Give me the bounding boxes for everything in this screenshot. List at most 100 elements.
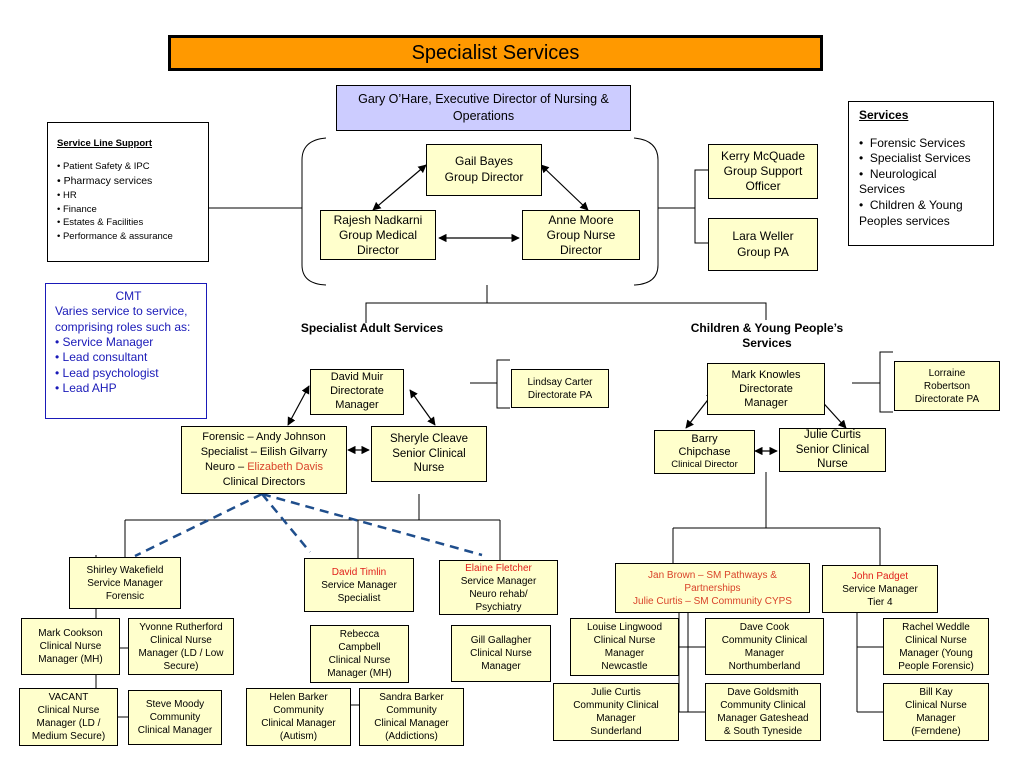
list-item: Patient Safety & IPC [57,160,208,174]
adult-services-heading: Specialist Adult Services [300,321,444,335]
list-item: Neurological Services [859,167,985,198]
box-text-line: Clinical Directors [222,475,306,488]
box-text-line: Rebecca [339,629,380,640]
clinical-directors-box: Forensic – Andy Johnson Specialist – Eil… [181,426,347,494]
box-text-line: Children & Young People’s [690,321,844,335]
box-text-line: Directorate [739,382,793,395]
box-text-line: Group Director [444,170,524,184]
box-text-line: Community [273,705,324,716]
box-text-line: Senior Clinical [795,443,870,456]
box-text-line: Manager [744,647,785,659]
cmt-intro: Varies service to service, comprising ro… [55,304,191,334]
box-text-line: Mark Knowles [731,368,801,381]
service-line-list: Patient Safety & IPC Pharmacy services H… [57,160,208,244]
box-text-line: Manager (Young [899,647,973,659]
box-text-line: Specialist [337,592,381,604]
box-text-line: VACANT [48,692,89,703]
box-text-line: Sunderland [590,726,642,737]
box-text-line: David Timlin [331,566,387,578]
list-item: Forensic Services [859,136,985,152]
box-text-line: Manager [916,713,956,724]
box-text-line: Clinical Nurse [593,635,656,646]
box-text-line: Service Manager [87,577,163,589]
box-text-line: Manager [335,398,379,411]
cmt-list: Service Manager Lead consultant Lead psy… [55,335,202,396]
list-item: Pharmacy services [57,174,208,189]
box-text-line: Rachel Weddle [902,621,970,633]
page-title: Specialist Services [168,35,823,71]
box-text-line: Clinical Nurse [470,648,532,659]
list-item: Specialist Services [859,151,985,167]
box-text-line: Manager Gateshead [717,713,809,724]
box-text-line: Steve Moody [145,699,205,710]
box-text-line: Neuro rehab/ [469,588,528,600]
box-text-line: Clinical Nurse [328,655,391,666]
box-text-line: Manager (LD / Low [138,647,224,659]
box-text-line: Clinical Nurse [150,634,212,646]
box-text-line: (Addictions) [385,731,438,742]
list-item: Finance [57,203,208,217]
box-text-line: Clinical Director [671,459,738,471]
box-text-line: Community [149,712,201,723]
box-text-line: Neuro – [204,461,248,473]
box-text-line: Louise Lingwood [586,622,663,633]
box-text-line: Elaine Fletcher [465,562,532,574]
box-text-line: Clinical Nurse [905,700,967,711]
box-text-line: Manager (MH) [38,654,103,665]
box-text-line: Community Clinical [573,700,659,711]
box-text-line: Tier 4 [867,596,893,608]
box-text-line: Nurse [413,462,445,475]
box-text-line: Gail Bayes [454,154,514,169]
list-item: Performance & assurance [57,230,208,244]
box-text-line: Robertson [923,380,971,392]
service-line-support-box: Service Line Support Patient Safety & IP… [47,122,209,262]
list-item: Lead AHP [55,381,202,396]
box-text-line: People Forensic) [898,660,974,672]
services-heading: Services [859,108,909,122]
box-text-line: Clinical Nurse [905,634,967,646]
right-bracket [633,137,659,286]
box-text-line: Manager [604,648,645,659]
list-item: Estates & Facilities [57,216,208,230]
box-text-line: Clinical Manager [374,718,449,729]
box-text-line: Manager [744,397,788,410]
box-text-line: (Autism) [279,731,318,742]
executive-director-box: Gary O’Hare, Executive Director of Nursi… [336,85,631,131]
box-text-line: Manager (MH) [327,668,392,679]
box-text-line: Anne Moore [548,212,614,227]
box-text-line: Yvonne Rutherford [139,621,223,633]
box-text-line: Newcastle [601,661,648,672]
list-item: Children & Young Peoples services [859,198,985,229]
box-text-line: Manager (LD / [36,718,101,729]
box-text-line: Barry [691,433,718,446]
box-text-line: Officer [745,179,781,193]
services-box: Services Forensic Services Specialist Se… [848,101,994,246]
box-text-line: Partnerships [684,582,741,594]
list-item: Lead consultant [55,350,202,365]
box-text-line: Helen Barker [269,692,328,703]
box-text-line: Community Clinical [720,700,806,711]
box-text-line: Sandra Barker [379,692,444,703]
service-line-heading: Service Line Support [57,138,153,149]
box-text-line: Clinical Nurse [37,705,100,716]
box-text-line: Lindsay Carter [527,376,593,388]
list-item: Lead psychologist [55,366,202,381]
